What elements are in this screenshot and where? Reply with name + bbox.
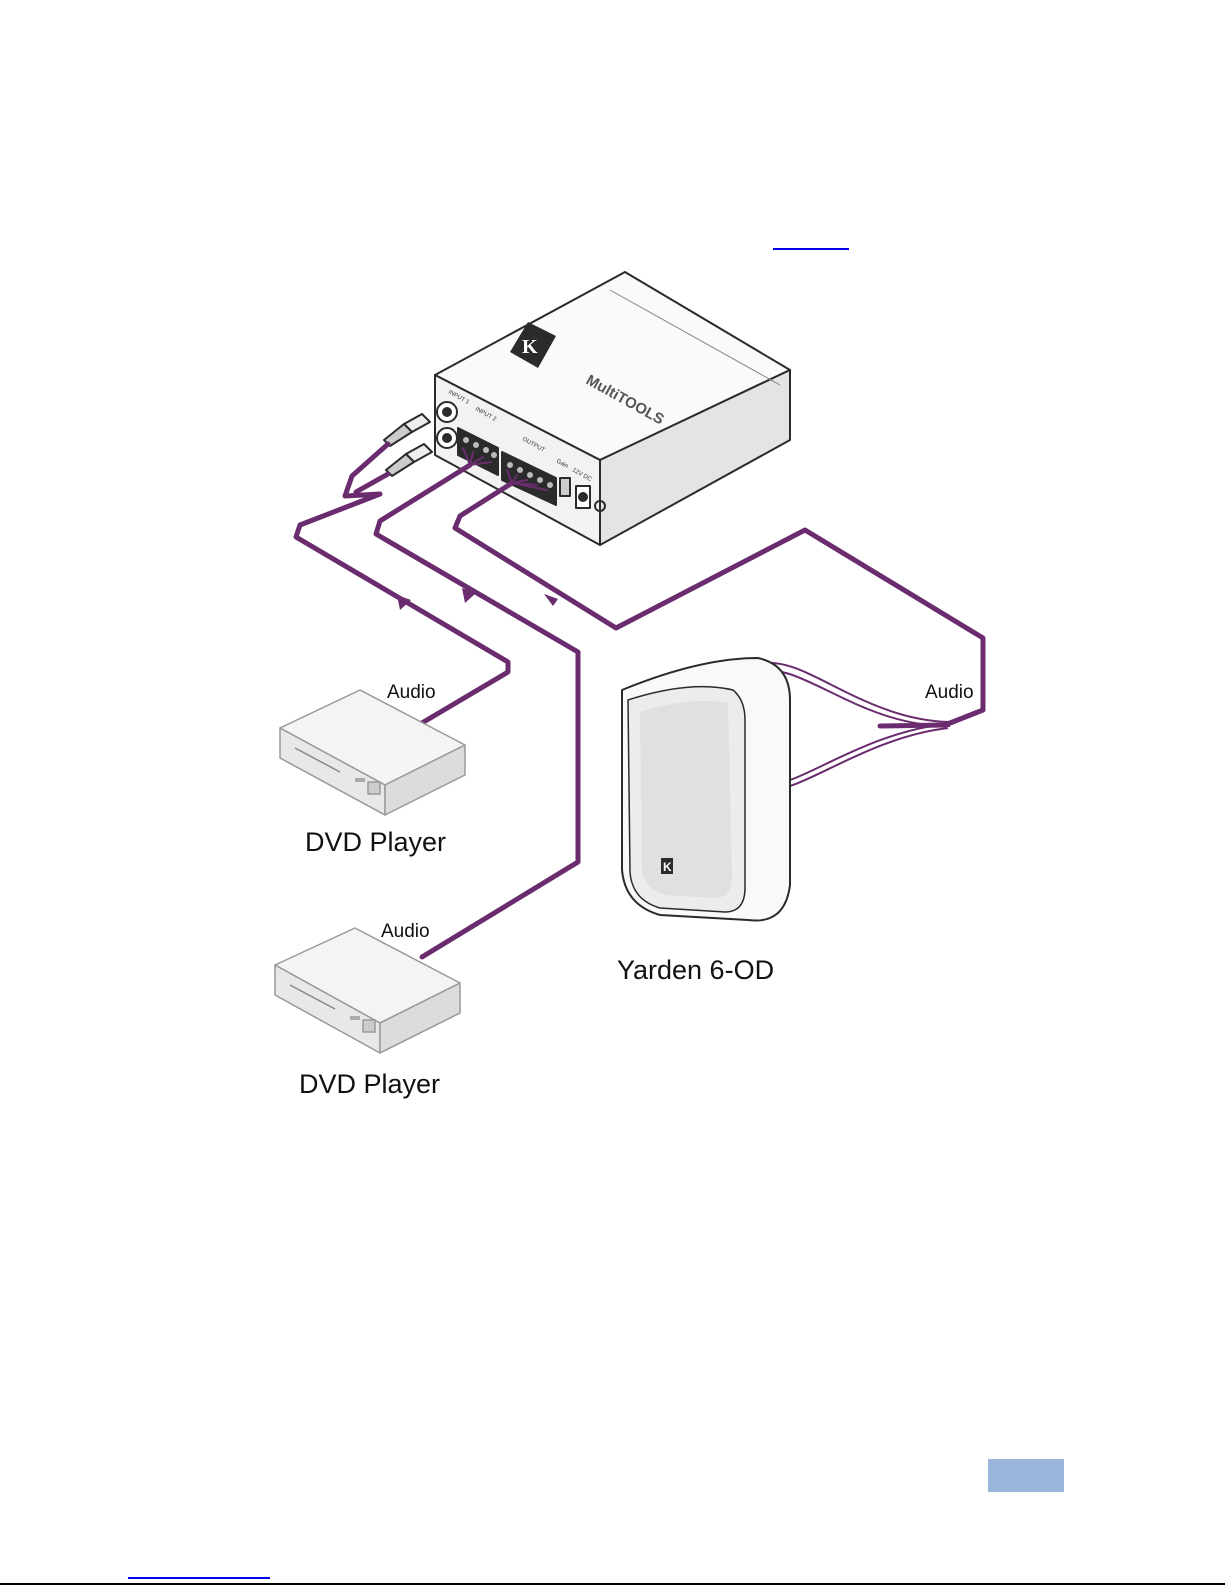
dvd-player-bottom	[275, 928, 460, 1053]
arrow-down	[544, 594, 558, 606]
speaker-label: Yarden 6-OD	[617, 955, 774, 985]
page-number-badge	[988, 1459, 1064, 1492]
dvd-player-label-top: DVD Player	[305, 827, 446, 857]
svg-text:K: K	[522, 336, 538, 358]
rca-plug-2	[386, 444, 432, 476]
rca-plug-1	[384, 414, 430, 446]
svg-text:K: K	[663, 860, 672, 874]
speaker: K	[622, 658, 790, 921]
footer-link[interactable]	[128, 1577, 270, 1579]
audio-label-right: Audio	[925, 682, 974, 703]
audio-processor-device: K MultiTOOLS INPUT 1 INPUT 2 OUTPUT Gain…	[384, 272, 790, 545]
gain-trimmer	[560, 478, 570, 496]
dvd-player-label-bottom: DVD Player	[299, 1069, 440, 1099]
audio-label-bottom: Audio	[381, 921, 430, 942]
speaker-logo-icon: K	[661, 858, 673, 874]
dvd-player-top	[280, 690, 465, 815]
audio-label-top: Audio	[387, 682, 436, 703]
